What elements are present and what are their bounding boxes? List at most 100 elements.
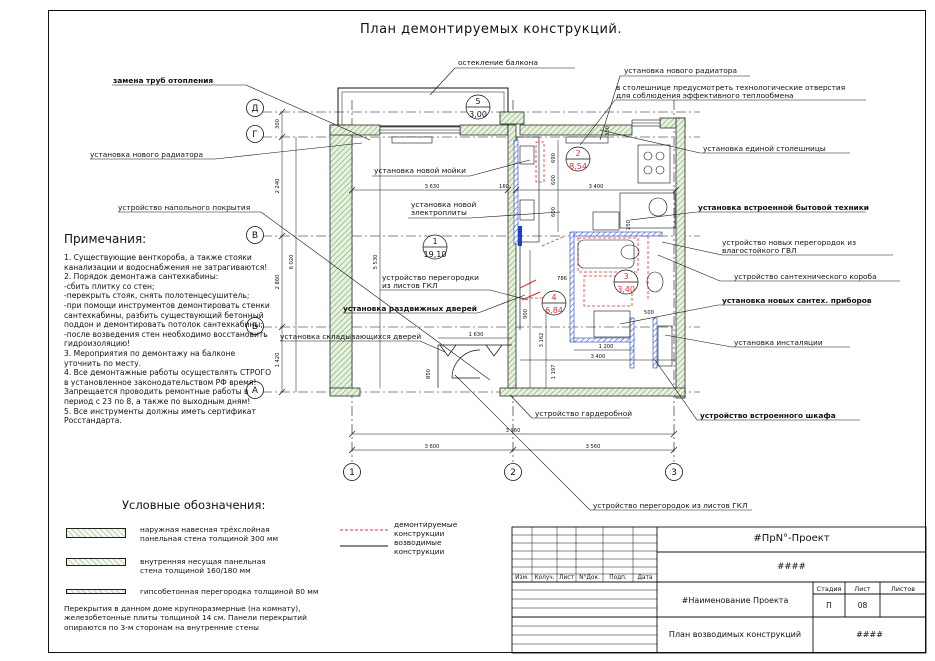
callout-plumbing-box: устройство сантехнического короба bbox=[734, 272, 877, 281]
room-4-num: 4 bbox=[551, 293, 556, 302]
radiators bbox=[391, 136, 609, 144]
tb-header-date: Дата bbox=[637, 575, 653, 581]
tb-header-kol: Колуч. bbox=[534, 575, 555, 581]
tb-project-name: #Наименование Проекта bbox=[681, 596, 789, 605]
legend-demolished: демонтируемые конструкции bbox=[394, 520, 458, 538]
windows bbox=[379, 119, 661, 134]
axis-label-a: А bbox=[252, 386, 259, 396]
floor-slab-note: Перекрытия в данном доме крупноразмерные… bbox=[64, 604, 307, 632]
note-item: 3. Мероприятия по демонтажу на балконе у… bbox=[64, 348, 238, 368]
room-1-num: 1 bbox=[432, 237, 437, 246]
room-3-num: 3 bbox=[623, 272, 628, 281]
room-2-num: 2 bbox=[575, 149, 580, 158]
dim-v-300: 300 bbox=[275, 119, 281, 129]
note-item: 4. Все демонтажные работы осуществлять С… bbox=[64, 368, 274, 406]
dim-1200: 1 200 bbox=[599, 344, 614, 350]
title-block-small-grid bbox=[512, 527, 657, 645]
callout-new-radiator-top: установка нового радиатора bbox=[624, 66, 737, 75]
notes-list: 1. Существующие венткороба, а также стоя… bbox=[64, 253, 274, 426]
dim-160: 160 bbox=[499, 184, 509, 190]
dim-786: 786 bbox=[557, 276, 567, 282]
callout-new-plumbing: установка новых сантех. приборов bbox=[722, 296, 872, 305]
callout-gkl-partitions-bottom: устройство перегородок из листов ГКЛ bbox=[593, 501, 748, 510]
axis-label-2: 2 bbox=[510, 468, 516, 478]
dim-3400a: 3 400 bbox=[589, 184, 604, 190]
callout-built-in-appliances: установка встроенной бытовой техники bbox=[698, 203, 869, 212]
callout-countertop-note-1: в столешнице предусмотреть технологическ… bbox=[616, 83, 845, 92]
tb-stage: П bbox=[826, 601, 832, 610]
dim-v-6020: 6 020 bbox=[289, 255, 295, 270]
axis-label-b: Б bbox=[252, 322, 258, 332]
callout-floor-covering: устройство напольного покрытия bbox=[118, 203, 250, 212]
dim-v-600b: 600 bbox=[551, 207, 557, 217]
leader-lines bbox=[90, 67, 900, 511]
axis-label-3: 3 bbox=[671, 468, 677, 478]
tb-header-sign: Подп. bbox=[609, 575, 627, 581]
dim-v-600: 600 bbox=[551, 175, 557, 185]
drawing-title: План демонтируемых конструкций. bbox=[360, 22, 622, 37]
dim-3600: 3 600 bbox=[425, 444, 440, 450]
callout-installation: установка инсталяции bbox=[734, 338, 823, 347]
tb-sheets-label: Листов bbox=[890, 585, 916, 593]
legend-outer-wall: наружная навесная трёхслойная панельная … bbox=[140, 525, 279, 543]
tb-stage-label: Стадия bbox=[816, 585, 842, 593]
notes-heading: Примечания: bbox=[64, 232, 147, 246]
dim-3400b: 3 400 bbox=[591, 354, 606, 360]
callout-partitions-gvl-2: влагостойкого ГВЛ bbox=[722, 246, 797, 255]
dim-v-690: 690 bbox=[551, 153, 557, 163]
callout-new-sink: установка новой мойки bbox=[374, 166, 466, 175]
tb-code: #### bbox=[777, 562, 806, 572]
tb-header-izm: Изм. bbox=[515, 575, 529, 581]
dimension-ticks bbox=[278, 108, 680, 454]
tb-drawing-code: #### bbox=[856, 630, 883, 639]
tb-project-code: #ПрN°-Проект bbox=[753, 533, 830, 544]
dim-1630: 1 630 bbox=[469, 332, 484, 338]
dim-3560: 3 560 bbox=[586, 444, 601, 450]
tb-sheet: 08 bbox=[857, 601, 868, 610]
dim-v-5530: 5 530 bbox=[373, 255, 379, 270]
note-item: -перекрыть стояк, снять полотенцесушител… bbox=[64, 291, 250, 301]
dimension-lines bbox=[281, 112, 676, 451]
room-5-area: 3,00 bbox=[469, 110, 487, 119]
callout-wardrobe: устройство гардеробной bbox=[535, 409, 632, 418]
dim-3630: 3 630 bbox=[425, 184, 440, 190]
legend-heading: Условные обозначения: bbox=[122, 498, 266, 512]
tb-header-list: Лист bbox=[559, 575, 574, 581]
sliding-door-marks bbox=[519, 279, 541, 301]
legend-gypsum-partition: гипсобетонная перегородка толщиной 80 мм bbox=[140, 587, 319, 596]
note-item: 5. Все инструменты должны иметь сертифик… bbox=[64, 406, 259, 426]
callout-partitions-gvl-1: устройство новых перегородок из bbox=[722, 238, 856, 247]
legend-inner-wall: внутренняя несущая панельная стена толщи… bbox=[140, 557, 266, 575]
legend-inner-wall-swatch bbox=[66, 558, 126, 566]
axis-bubble-cols bbox=[343, 463, 683, 481]
callout-new-radiator-left: установка нового радиатора bbox=[90, 150, 203, 159]
room-2-area: 8,54 bbox=[569, 162, 587, 171]
room-3-area: 3,40 bbox=[617, 285, 635, 294]
dim-v-2240: 2 240 bbox=[275, 179, 281, 194]
room-4-area: 6,84 bbox=[545, 306, 563, 315]
dim-v-2860: 2 860 bbox=[275, 275, 281, 290]
balcony-inner bbox=[341, 91, 505, 127]
bathroom-fixtures bbox=[577, 211, 673, 367]
dim-v-250: 250 bbox=[626, 220, 632, 230]
callout-single-countertop: установка единой столешницы bbox=[703, 144, 826, 153]
note-item: -после возведения стен необходимо восста… bbox=[64, 329, 271, 349]
axis-bubble-rows bbox=[246, 99, 264, 399]
note-item: -при помощи инструментов демонтировать с… bbox=[64, 300, 273, 330]
callout-folding-doors: установка складывающихся дверей bbox=[280, 332, 421, 341]
legend-erected: возводимые конструкции bbox=[394, 538, 445, 556]
dim-v-300b: 300 bbox=[605, 126, 611, 136]
dim-500: 500 bbox=[644, 310, 654, 316]
tb-sheet-label: Лист bbox=[854, 585, 871, 593]
callout-sliding-doors: установка раздвижных дверей bbox=[343, 304, 477, 313]
axis-label-d: Д bbox=[251, 104, 258, 114]
callout-gkl-partition-2: из листов ГКЛ bbox=[382, 281, 438, 290]
callout-built-in-closet: устройство встроенного шкафа bbox=[700, 411, 836, 420]
room-markers bbox=[422, 94, 639, 316]
note-item: -сбить плитку со стен; bbox=[64, 281, 155, 291]
dim-v-3162: 3 162 bbox=[539, 333, 545, 348]
tb-drawing-name: План возводимых конструкций bbox=[668, 630, 802, 639]
inner-walls bbox=[507, 124, 517, 389]
dim-v-900: 900 bbox=[523, 309, 529, 319]
